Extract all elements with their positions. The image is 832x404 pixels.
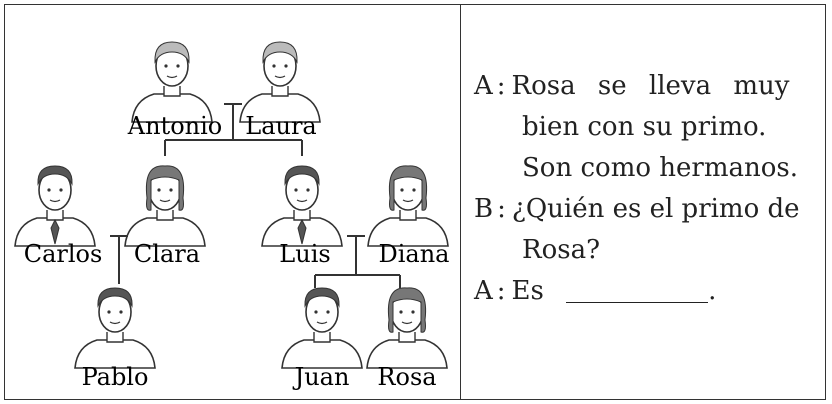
speaker-b: B (474, 194, 494, 224)
diana-figure (367, 165, 449, 247)
tree-connectors (110, 103, 401, 288)
name-luis: Luis (279, 240, 330, 268)
juan-figure (281, 287, 363, 369)
name-carlos: Carlos (24, 240, 103, 268)
dialog-line-1: A:Rosa se lleva muy (474, 66, 789, 107)
rosa-figure (366, 287, 448, 369)
speaker-separator: : (497, 194, 506, 224)
sentence-end: . (708, 276, 717, 306)
dialog-line-6: A:Es . (474, 271, 716, 312)
carlos-figure (14, 165, 96, 247)
speaker-a: A (474, 71, 493, 101)
speaker-separator: : (496, 276, 506, 306)
name-juan: Juan (292, 363, 350, 391)
answer-blank[interactable] (566, 276, 709, 303)
dialog-text: ¿Quién es el primo de (511, 194, 800, 224)
speaker-separator: : (496, 71, 506, 101)
dialog-line-3: Son como hermanos. (522, 153, 798, 183)
laura-figure (239, 41, 321, 123)
clara-figure (124, 165, 206, 247)
dialog-line-4: B:¿Quién es el primo de (474, 189, 800, 230)
dialog-text: Rosa se lleva muy (511, 71, 790, 101)
panel-divider (460, 4, 461, 400)
question-frame (4, 4, 826, 400)
name-pablo: Pablo (82, 363, 149, 391)
family-tree: Antonio Laura Carlos Clara Luis Diana Pa… (14, 41, 450, 391)
speaker-a: A (474, 276, 493, 306)
dialog-text: Es (511, 276, 544, 306)
name-rosa: Rosa (377, 363, 436, 391)
name-antonio: Antonio (127, 112, 222, 140)
pablo-figure (74, 287, 156, 369)
dialog-line-5: Rosa? (522, 235, 601, 265)
dialog-line-2: bien con su primo. (522, 112, 767, 142)
antonio-figure (131, 41, 213, 123)
name-laura: Laura (245, 112, 316, 140)
name-clara: Clara (134, 240, 200, 268)
name-diana: Diana (379, 240, 450, 268)
luis-figure (261, 165, 343, 247)
